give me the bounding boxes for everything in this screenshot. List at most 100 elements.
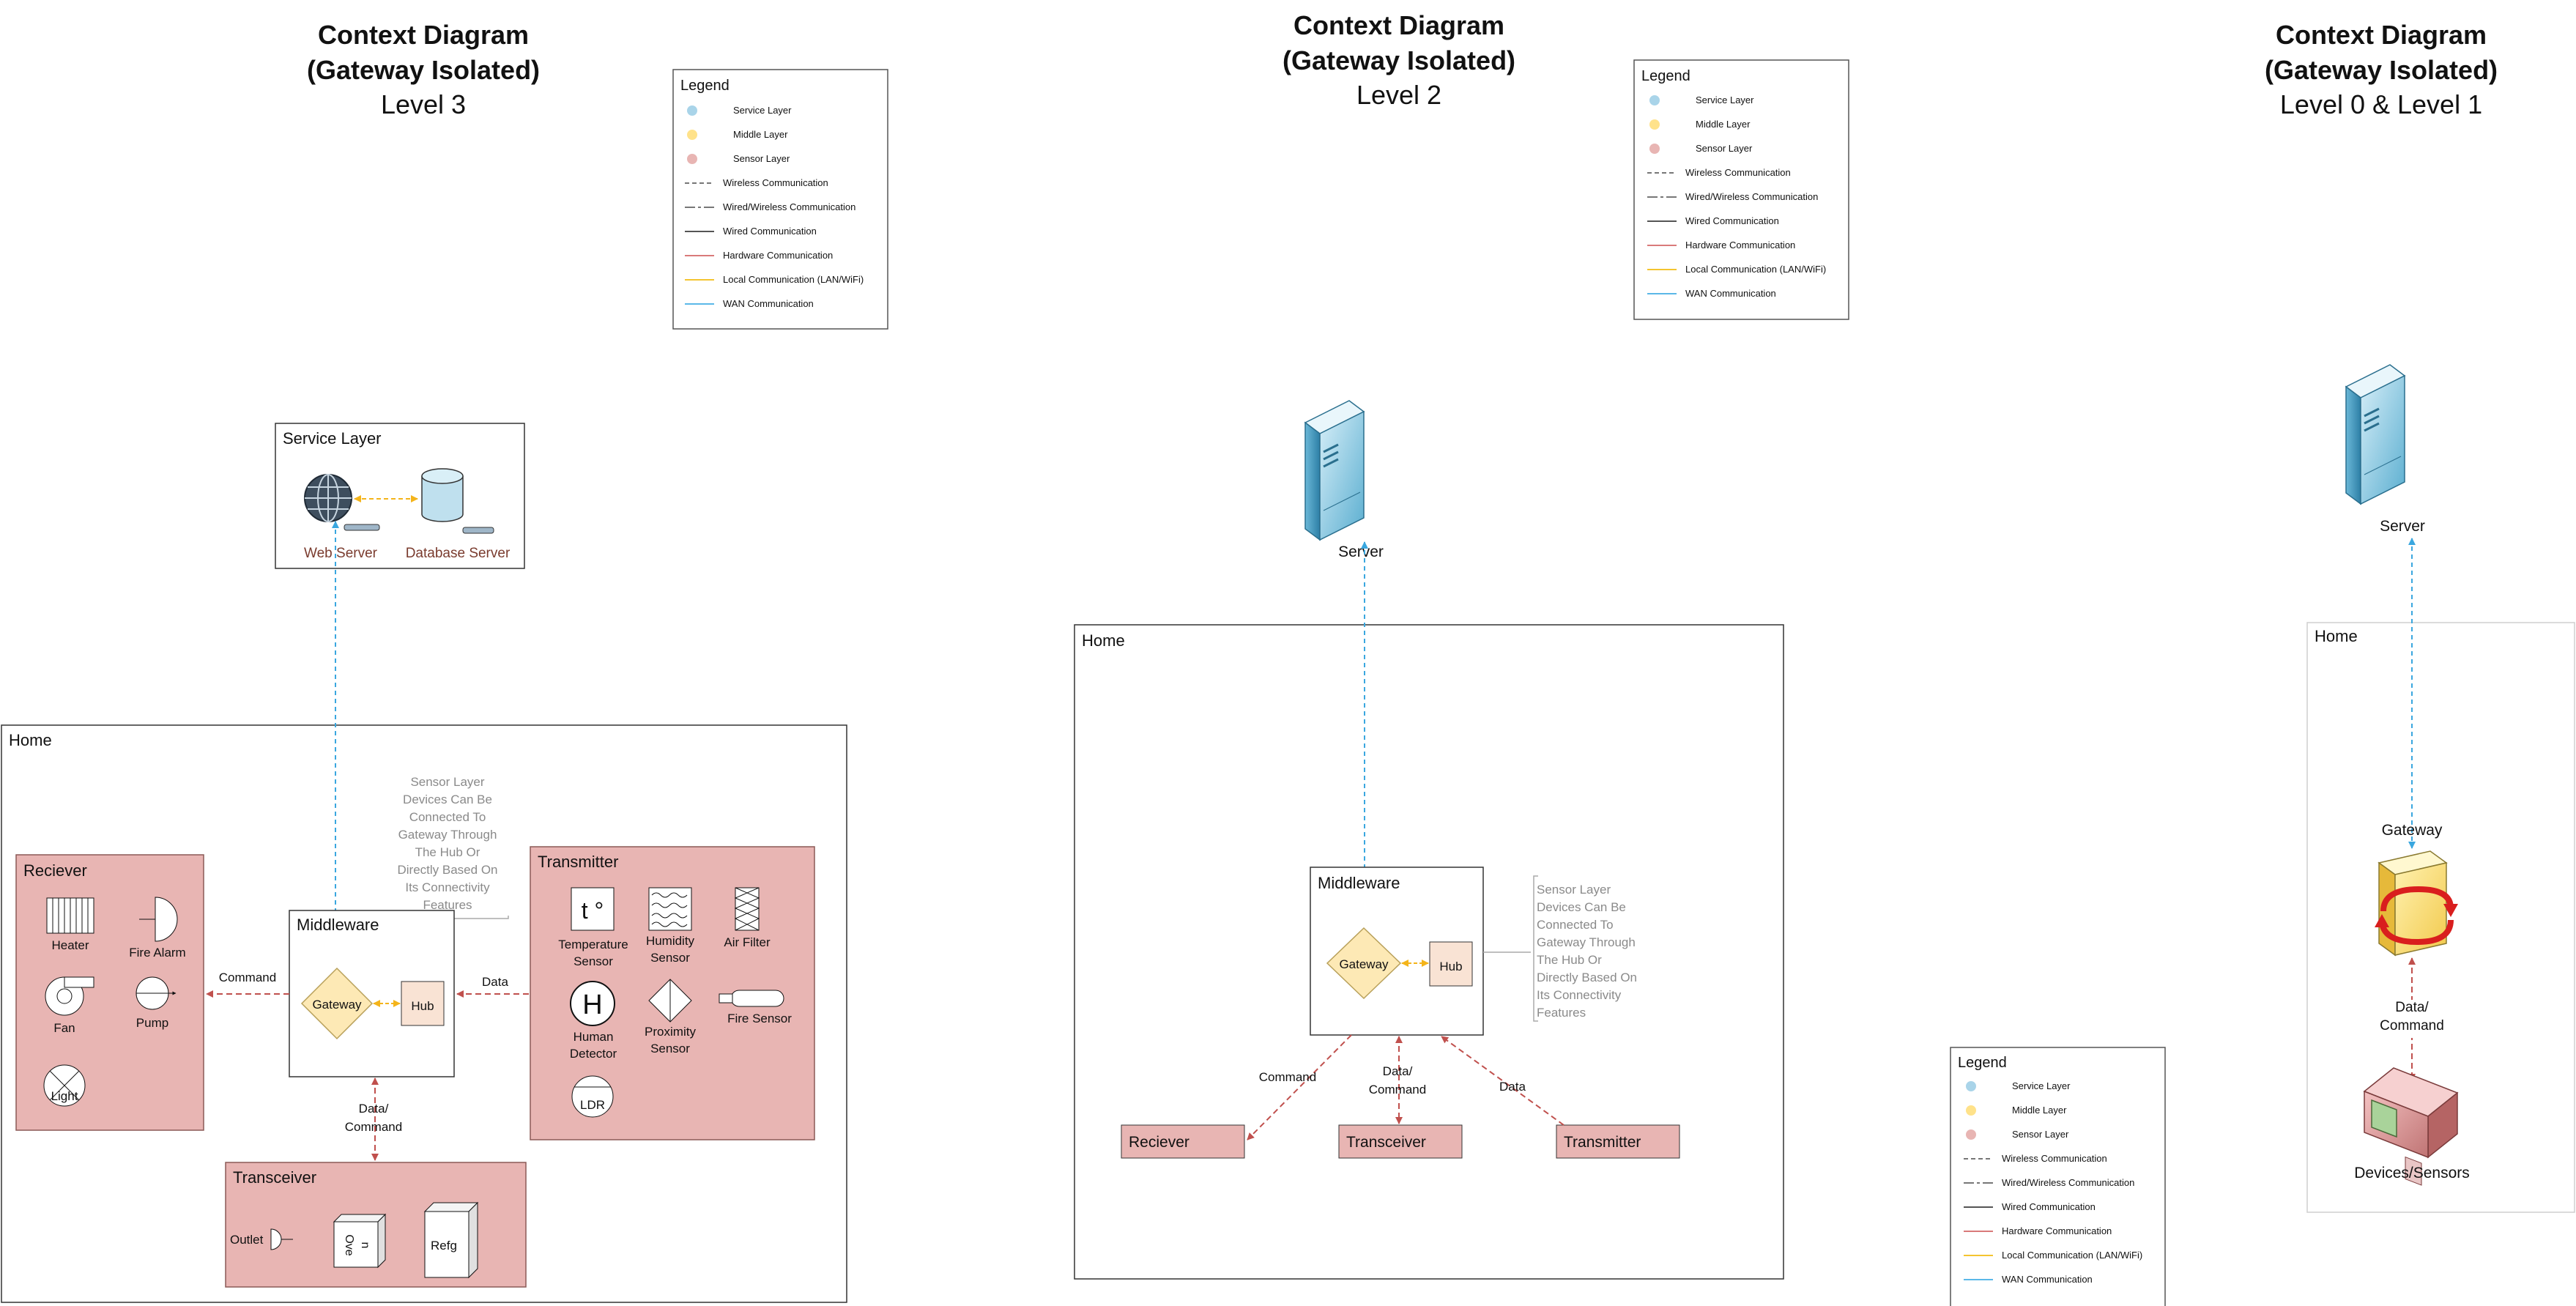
human-detector-label1: Human — [574, 1030, 614, 1044]
legend-item-label: Wireless Communication — [2002, 1153, 2107, 1164]
light-icon — [43, 1064, 86, 1107]
temperature-sensor-label1: Temperature — [558, 938, 628, 951]
level2-receiver-box — [1121, 1124, 1245, 1159]
legend-item-label: Sensor Layer — [1696, 143, 1753, 154]
globe-icon — [304, 474, 380, 531]
pump-icon — [136, 976, 177, 1010]
legend-item-label: Wired Communication — [2002, 1201, 2096, 1212]
transmitter-title: Transmitter — [538, 853, 618, 871]
legend-item-label: Sensor Layer — [2012, 1129, 2069, 1140]
data-edge-l2 — [1441, 1036, 1564, 1126]
legend-dot — [1649, 119, 1660, 130]
legend-item-label: Hardware Communication — [2002, 1225, 2112, 1236]
legend-dot — [687, 154, 697, 164]
fire-sensor-icon — [719, 990, 784, 1007]
note-line: Devices Can Be — [1537, 900, 1626, 914]
outlet-icon — [270, 1228, 293, 1250]
level2-gateway-label: Gateway — [1339, 957, 1389, 971]
level2-transmitter-label: Transmitter — [1564, 1134, 1641, 1151]
legend-item-label: Wired/Wireless Communication — [723, 201, 855, 212]
level01-legend-title: Legend — [1958, 1055, 2007, 1071]
note-line: Sensor Layer — [410, 775, 484, 789]
note-line: The Hub Or — [415, 845, 480, 859]
level01-title-line1: Context Diagram — [2276, 20, 2487, 50]
level2-title-line2: (Gateway Isolated) — [1283, 45, 1515, 75]
legend-item-label: Local Communication (LAN/WiFi) — [2002, 1250, 2142, 1261]
note-line: Devices Can Be — [403, 793, 492, 806]
receiver-title: Reciever — [23, 861, 87, 880]
level2-server-label: Server — [1338, 543, 1384, 560]
data-command-edge-l01-label1: Data/ — [2395, 1000, 2429, 1015]
legend-item-label: Wired/Wireless Communication — [1685, 191, 1818, 202]
data-command-edge-l3-label2: Command — [345, 1120, 402, 1134]
fire-sensor-label: Fire Sensor — [727, 1012, 792, 1025]
data-command-edge-l3-label1: Data/ — [359, 1102, 389, 1116]
legend-item-label: Hardware Communication — [1685, 240, 1795, 251]
level01-diagram: Context Diagram (Gateway Isolated) Level… — [1950, 20, 2575, 1306]
transceiver-box: Transceiver Outlet Ove n Refg — [225, 1162, 527, 1288]
heater-label: Heater — [51, 938, 89, 952]
note-line: Directly Based On — [398, 863, 498, 877]
level3-subtitle: Level 3 — [381, 89, 466, 119]
air-filter-icon — [734, 887, 760, 931]
legend-item-label: Local Communication (LAN/WiFi) — [1685, 264, 1826, 275]
svg-text:H: H — [582, 990, 602, 1020]
note-line: Features — [423, 898, 472, 912]
human-detector-icon: H — [570, 981, 615, 1026]
legend-item-label: Wireless Communication — [723, 177, 828, 188]
level01-gateway-label: Gateway — [2382, 822, 2443, 839]
level01-server-label: Server — [2380, 518, 2425, 535]
pump-label: Pump — [136, 1016, 168, 1030]
transceiver-title: Transceiver — [233, 1168, 316, 1187]
level2-home-title: Home — [1082, 631, 1125, 650]
level2-server-icon — [1304, 399, 1365, 541]
level01-subtitle: Level 0 & Level 1 — [2280, 89, 2482, 119]
refrigerator-icon: Refg — [423, 1201, 479, 1279]
legend-dot — [1966, 1081, 1976, 1091]
note-line: Connected To — [1537, 918, 1614, 932]
legend-item-label: Hardware Communication — [723, 250, 833, 261]
database-server-label: Database Server — [406, 546, 511, 561]
database-icon — [421, 468, 494, 534]
humidity-sensor-icon — [648, 887, 692, 931]
level3-home-title: Home — [9, 731, 52, 749]
legend-item-label: Middle Layer — [1696, 119, 1751, 130]
legend-item-label: Service Layer — [1696, 94, 1754, 105]
level3-title-line1: Context Diagram — [318, 20, 529, 50]
level2-gateway-shape — [1326, 927, 1402, 1000]
legend-item-label: WAN Communication — [2002, 1274, 2093, 1285]
fire-alarm-icon — [139, 897, 178, 942]
level2-diagram: Context Diagram (Gateway Isolated) Level… — [1074, 10, 1849, 1280]
heater-icon — [46, 897, 94, 934]
legend-dot — [1649, 95, 1660, 105]
level3-diagram: Context Diagram (Gateway Isolated) Level… — [1, 20, 888, 1303]
level3-service-layer: Service Layer Web Server Database Server — [275, 423, 525, 569]
fire-alarm-label: Fire Alarm — [129, 946, 185, 960]
air-filter-label: Air Filter — [724, 935, 771, 949]
data-edge-l2-label: Data — [1499, 1080, 1526, 1094]
level2-transceiver-label: Transceiver — [1346, 1134, 1426, 1151]
legend-item-label: Wireless Communication — [1685, 167, 1791, 178]
level2-middleware-title: Middleware — [1318, 874, 1400, 892]
legend-dot — [687, 130, 697, 140]
level01-server-icon — [2345, 363, 2406, 505]
proximity-sensor-label1: Proximity — [645, 1025, 696, 1039]
legend-item-label: Service Layer — [733, 105, 792, 116]
command-edge-l2-label: Command — [1259, 1070, 1316, 1084]
oven-label1: Ove — [343, 1234, 355, 1255]
level2-hub-label: Hub — [1439, 960, 1462, 973]
legend-item-label: Wired/Wireless Communication — [2002, 1177, 2134, 1188]
command-edge-l2 — [1247, 1034, 1352, 1140]
note-line: Connected To — [409, 810, 486, 824]
level3-gateway-label: Gateway — [312, 998, 362, 1012]
note-line: Sensor Layer — [1537, 883, 1611, 897]
note-line: Features — [1537, 1006, 1586, 1020]
transmitter-box: Transmitter t ° Temperature Sensor Humid… — [530, 846, 815, 1140]
legend-dot — [687, 105, 697, 116]
legend-item-label: Middle Layer — [733, 129, 788, 140]
